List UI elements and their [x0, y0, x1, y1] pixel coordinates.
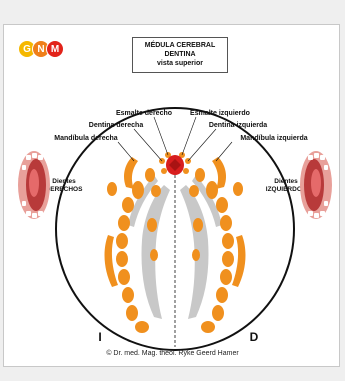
label-dientes-izquierdos-1: Dientes [274, 178, 298, 185]
mouth-left-image [18, 151, 50, 219]
copyright-text: © Dr. med. Mag. theol. Ryke Geerd Hamer [4, 350, 341, 357]
label-esmalte-izquierdo: Esmalte izquierdo [190, 110, 250, 117]
logo-letter-m: M [46, 40, 64, 58]
side-label-right: D [250, 330, 259, 344]
title-line-1: MÉDULA CEREBRAL [133, 41, 227, 50]
enamel-relays [166, 155, 184, 175]
label-mandibula-izquierda: Mandíbula izquierda [240, 135, 307, 142]
diagram-frame: Esmalte derecho Esmalte izquierdo Dentin… [3, 24, 340, 367]
title-line-3: vista superior [133, 59, 227, 68]
label-mandibula-derecha: Mandíbula derecha [54, 135, 118, 142]
label-dentina-derecha: Dentina derecha [89, 122, 144, 129]
label-dentina-izquierda: Dentina izquierda [209, 122, 267, 129]
gnm-logo: G N M [18, 40, 68, 60]
title-line-2: DENTINA [133, 50, 227, 59]
label-esmalte-derecho: Esmalte derecho [116, 110, 172, 117]
label-dientes-derechos-1: Dientes [52, 178, 76, 185]
label-dientes-derechos-2: DERECHOS [46, 186, 84, 193]
brain-outline [56, 108, 294, 350]
brain-diagram: Esmalte derecho Esmalte izquierdo Dentin… [4, 25, 341, 368]
title-box: MÉDULA CEREBRAL DENTINA vista superior [132, 37, 228, 73]
mouth-right-image [300, 151, 332, 219]
side-label-left: I [98, 330, 101, 344]
